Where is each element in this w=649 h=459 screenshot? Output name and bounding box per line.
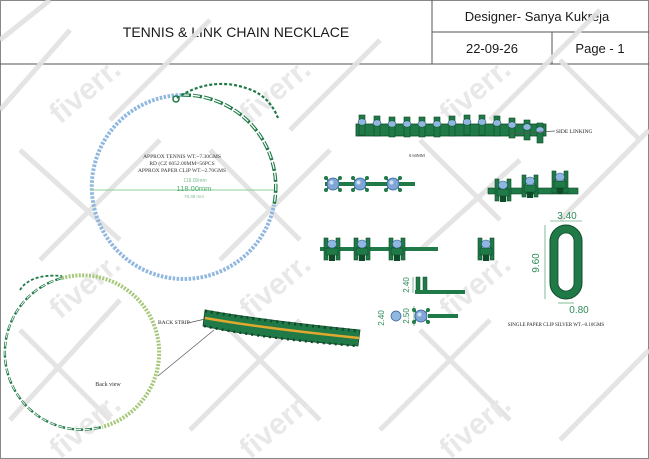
back-extension (19, 274, 63, 291)
clip-caption: SINGLE PAPER CLIP SILVER WT.~0.10GMS (508, 323, 605, 328)
watermark-text: fiverr. (433, 388, 517, 459)
gap-dimension-label: 0.60MM (409, 153, 425, 158)
watermark-text: fiverr. (233, 248, 317, 326)
small-dimension-label: 118.00mm (183, 178, 206, 184)
dimension-2-40-a: 2.40 (402, 277, 411, 293)
watermark-text: fiverr. (233, 388, 317, 459)
side-linking-label: SIDE LINKING (556, 129, 593, 135)
watermark-text: fiverr. (433, 248, 517, 326)
paper-clip-chain-half-inner (181, 94, 277, 206)
single-setting-detail (477, 237, 495, 262)
perspective-settings (487, 170, 579, 203)
clasp (172, 95, 180, 103)
front-settings-row (320, 237, 438, 262)
small-sub-label: 78.38 mm (184, 194, 204, 199)
watermark-text: fiverr. (43, 248, 127, 326)
side-linking-leader (509, 130, 556, 135)
side-linking-detail: SIDE LINKING (355, 114, 593, 144)
clip-wire-label: 0.80 (569, 305, 589, 316)
stone-setting-detail: 2.40 2.50 (377, 306, 458, 326)
back-strip-links (204, 309, 361, 333)
paper-clip-detail: 3.40 9.60 0.80 SINGLE PAPER CLIP SILVER … (508, 211, 605, 328)
loose-stone (390, 310, 402, 322)
back-strip-leader-2 (157, 329, 215, 377)
back-strip-gold (204, 316, 360, 340)
dimension-2-40-b: 2.40 (377, 310, 386, 326)
paper-clip-inner (557, 232, 575, 292)
page-number: Page - 1 (575, 41, 624, 56)
back-view-label: Back view (95, 382, 121, 388)
extension-chain (176, 82, 280, 119)
dimension-2-50: 2.50 (402, 308, 411, 324)
weight-note: RD (CZ 6052.00MM=56PCS (149, 160, 214, 167)
clip-height-label: 9.60 (531, 253, 542, 273)
back-strip-detail: BACK STRIP (157, 309, 361, 377)
weight-note: APPROX TENNIS WT.~7.30GMS (143, 154, 221, 160)
back-tennis-half (61, 273, 162, 429)
title-block: TENNIS & LINK CHAIN NECKLACE Designer- S… (0, 0, 649, 65)
date-label: 22-09-26 (466, 41, 518, 56)
setting-side-view: 2.40 (402, 277, 465, 294)
diameter-label: 118.00mm (177, 184, 212, 193)
drawing-title: TENNIS & LINK CHAIN NECKLACE (123, 24, 349, 40)
clip-width-label: 3.40 (557, 211, 577, 222)
tennis-chain-half (89, 93, 276, 281)
back-view-necklace: Back view (3, 273, 162, 431)
designer-label: Designer- Sanya Kukreja (465, 9, 610, 24)
front-view-necklace: APPROX TENNIS WT.~7.30GMS RD (CZ 6052.00… (89, 82, 280, 281)
back-strip-label: BACK STRIP (158, 320, 190, 326)
weight-note: APPROX PAPER CLIP WT.~2.70GMS (138, 168, 226, 174)
back-clip-half-inner (4, 277, 103, 431)
stone-heads-row: 0.60MM (323, 153, 425, 193)
